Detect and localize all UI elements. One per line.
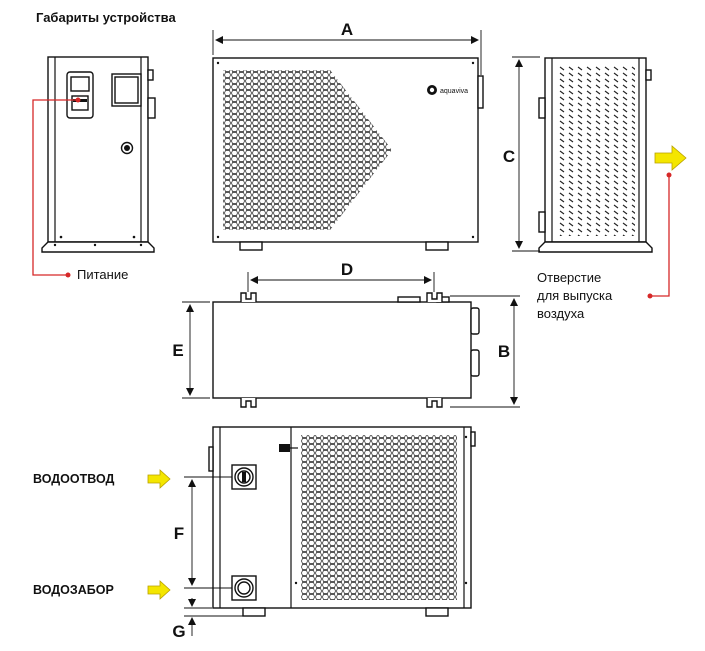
dimension-g: G (172, 598, 243, 641)
page-title: Габариты устройства (36, 10, 176, 25)
svg-text:для выпуска: для выпуска (537, 288, 613, 303)
svg-text:G: G (172, 622, 185, 641)
water-out-callout: ВОДООТВОД (33, 469, 171, 489)
water-in-arrow-icon (147, 580, 171, 600)
svg-text:Отверстие: Отверстие (537, 270, 601, 285)
svg-text:F: F (174, 524, 184, 543)
power-callout: Питание (32, 97, 128, 282)
dimension-b: B (450, 295, 520, 408)
air-outlet-callout: Отверстие для выпуска воздуха (537, 145, 687, 321)
front-view: aquaviva (212, 57, 484, 251)
svg-text:ВОДООТВОД: ВОДООТВОД (33, 472, 115, 486)
dimension-f: F (174, 476, 232, 589)
dimension-e: E (172, 301, 210, 399)
air-outlet-arrow-icon (654, 145, 687, 171)
svg-text:B: B (498, 342, 510, 361)
rear-view (538, 57, 653, 253)
back-view (208, 426, 476, 617)
power-label: Питание (77, 267, 128, 282)
svg-text:E: E (172, 341, 183, 360)
svg-text:A: A (341, 20, 353, 39)
water-in-callout: ВОДОЗАБОР (33, 580, 171, 600)
water-out-arrow-icon (147, 469, 171, 489)
svg-text:C: C (503, 147, 515, 166)
svg-text:ВОДОЗАБОР: ВОДОЗАБОР (33, 583, 114, 597)
dimension-d: D (247, 260, 435, 292)
side-view-power (41, 56, 156, 253)
dimension-c: C (503, 56, 540, 252)
svg-text:воздуха: воздуха (537, 306, 585, 321)
top-view (212, 292, 480, 408)
brand-label: aquaviva (440, 88, 468, 95)
dimension-a: A (212, 20, 482, 75)
svg-text:D: D (341, 260, 353, 279)
